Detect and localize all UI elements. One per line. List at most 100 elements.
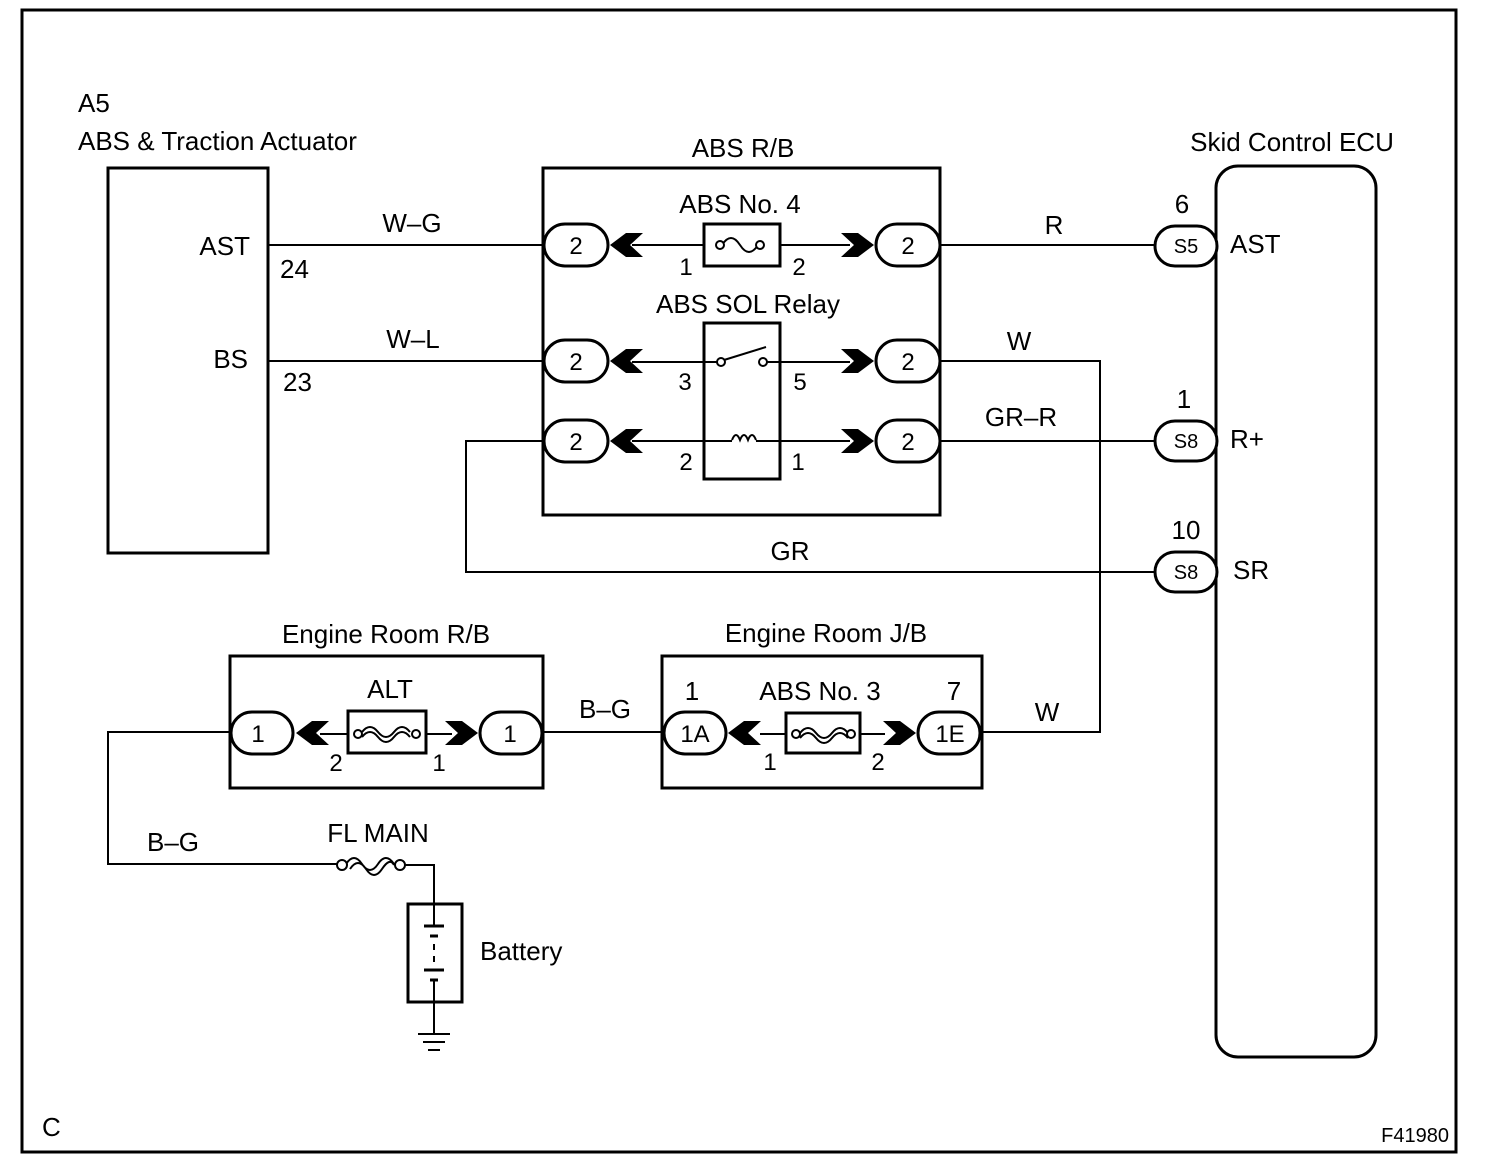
wire-b-g-low bbox=[107, 731, 338, 865]
engine-jb-left-conn: 1A bbox=[680, 721, 709, 748]
engine-rb-box bbox=[228, 654, 545, 790]
relay-coil-pin-in: 2 bbox=[679, 449, 692, 476]
engine-rb-connector bbox=[478, 710, 544, 756]
actuator-name: ABS & Traction Actuator bbox=[78, 126, 357, 156]
wire-gr-label: GR bbox=[771, 536, 810, 566]
fuse-terminal-icon bbox=[411, 729, 421, 739]
abs-sol-relay-box bbox=[702, 321, 782, 481]
corner-letter: C bbox=[42, 1112, 61, 1142]
engine-jb-pin-right: 2 bbox=[871, 749, 884, 776]
wire-w bbox=[940, 360, 1101, 733]
abs-rb-connector-label: 2 bbox=[569, 429, 582, 456]
abs-rb-title: ABS R/B bbox=[692, 133, 795, 163]
actuator-pin-bs-no: 23 bbox=[283, 367, 312, 397]
actuator-pin-bs: BS bbox=[213, 344, 248, 374]
wire-gr-r-label: GR–R bbox=[985, 402, 1057, 432]
engine-rb-pin-right: 1 bbox=[432, 750, 445, 777]
ecu-rplus-label: R+ bbox=[1230, 424, 1264, 454]
abs-no3-fuse-name: ABS No. 3 bbox=[759, 676, 880, 706]
ecu-rplus-pin-no: 1 bbox=[1177, 384, 1191, 414]
wire-w-g-label: W–G bbox=[382, 208, 441, 238]
abs-rb-connector-label: 2 bbox=[901, 349, 914, 376]
engine-jb-right-conn: 1E bbox=[935, 721, 964, 748]
connector-chevron-icon bbox=[610, 349, 643, 373]
actuator-code: A5 bbox=[78, 88, 110, 118]
relay-coil-pin-out: 1 bbox=[791, 449, 804, 476]
wire-b-g-low-label: B–G bbox=[147, 827, 199, 857]
ecu-ast-conn: S5 bbox=[1174, 236, 1198, 258]
fusible-link-icon bbox=[361, 726, 411, 743]
ecu-sr-conn: S8 bbox=[1174, 562, 1198, 584]
wires: W–G W–L R W W GR–R GR B–G B–G bbox=[107, 208, 1155, 865]
connector-chevron-icon bbox=[610, 233, 643, 257]
relay-coil-icon bbox=[731, 434, 757, 443]
abs-sol-relay-name: ABS SOL Relay bbox=[656, 289, 840, 319]
abs-traction-actuator: A5 ABS & Traction Actuator AST 24 BS 23 bbox=[78, 88, 357, 555]
abs-rb-connector-label: 2 bbox=[569, 349, 582, 376]
wire-w-lower-label: W bbox=[1035, 697, 1060, 727]
abs-rb-connector-label: 2 bbox=[569, 233, 582, 260]
wire-r-label: R bbox=[1045, 210, 1064, 240]
skid-control-ecu: Skid Control ECU 6 S5 AST 1 S8 R+ 10 S8 … bbox=[1153, 127, 1394, 1059]
engine-jb-title: Engine Room J/B bbox=[725, 618, 927, 648]
fuse-terminal-icon bbox=[755, 240, 765, 250]
power-source: FL MAIN Battery bbox=[327, 818, 562, 1051]
engine-rb-right-conn: 1 bbox=[503, 721, 516, 748]
wire-w-upper-label: W bbox=[1007, 326, 1032, 356]
fuse-terminal-icon bbox=[336, 859, 348, 871]
engine-room-rb: Engine Room R/B ALT 1 1 2 1 bbox=[228, 619, 545, 790]
ecu-sr-label: SR bbox=[1233, 555, 1269, 585]
ecu-box bbox=[1214, 164, 1378, 1059]
engine-room-jb: Engine Room J/B ABS No. 3 1 7 1A 1E 1 2 bbox=[660, 618, 984, 790]
fusible-link-icon bbox=[799, 727, 849, 744]
fl-main-label: FL MAIN bbox=[327, 818, 429, 848]
ecu-ast-label: AST bbox=[1230, 229, 1281, 259]
ecu-title: Skid Control ECU bbox=[1190, 127, 1394, 157]
abs-rb-box bbox=[541, 166, 942, 517]
abs-no4-pin-out: 2 bbox=[792, 254, 805, 281]
engine-jb-right-pin-top: 7 bbox=[947, 676, 961, 706]
connector-chevron-icon bbox=[445, 721, 478, 745]
connector-chevron-icon bbox=[841, 233, 874, 257]
engine-jb-pin-left: 1 bbox=[763, 749, 776, 776]
wire-b-g-mid-label: B–G bbox=[579, 694, 631, 724]
fuse-terminal-icon bbox=[846, 729, 856, 739]
figure-id: F41980 bbox=[1381, 1125, 1449, 1147]
engine-rb-left-conn: 1 bbox=[251, 721, 264, 748]
battery-label: Battery bbox=[480, 936, 562, 966]
ground-icon bbox=[418, 1002, 450, 1051]
abs-no4-pin-in: 1 bbox=[679, 254, 692, 281]
engine-rb-pin-left: 2 bbox=[329, 750, 342, 777]
connector-chevron-icon bbox=[841, 429, 874, 453]
ecu-ast-pin-no: 6 bbox=[1175, 189, 1189, 219]
abs-rb-connector-label: 2 bbox=[901, 233, 914, 260]
switch-contact-icon bbox=[758, 357, 768, 367]
abs-rb-connector-label: 2 bbox=[901, 429, 914, 456]
engine-jb-connector-1e bbox=[916, 710, 982, 756]
fl-main-fusible-link-icon bbox=[345, 857, 395, 876]
ecu-rplus-conn: S8 bbox=[1174, 431, 1198, 453]
fuse-terminal-icon bbox=[353, 729, 363, 739]
wire-w-l-label: W–L bbox=[386, 324, 439, 354]
relay-switch-pin-out: 5 bbox=[793, 369, 806, 396]
engine-jb-connector-1a bbox=[662, 710, 728, 756]
engine-rb-connector bbox=[229, 710, 295, 756]
battery-icon bbox=[424, 904, 444, 1002]
abs-no4-fuse-name: ABS No. 4 bbox=[679, 189, 800, 219]
actuator-pin-ast-no: 24 bbox=[280, 254, 309, 284]
engine-jb-left-pin-top: 1 bbox=[685, 676, 699, 706]
ecu-sr-pin-no: 10 bbox=[1172, 515, 1201, 545]
fuse-terminal-icon bbox=[394, 859, 406, 871]
connector-chevron-icon bbox=[728, 721, 761, 745]
relay-switch-pin-in: 3 bbox=[678, 369, 691, 396]
engine-jb-box bbox=[660, 654, 984, 790]
connector-chevron-icon bbox=[841, 349, 874, 373]
fuse-terminal-icon bbox=[715, 240, 725, 250]
connector-chevron-icon bbox=[883, 721, 916, 745]
alt-fuse-box bbox=[346, 709, 428, 755]
engine-rb-title: Engine Room R/B bbox=[282, 619, 490, 649]
abs-relay-block: ABS R/B ABS No. 4 1 2 ABS SOL Relay 3 5 … bbox=[541, 133, 942, 517]
wire-gr bbox=[465, 440, 1155, 573]
switch-blade-icon bbox=[723, 346, 767, 361]
actuator-pin-ast: AST bbox=[199, 231, 250, 261]
